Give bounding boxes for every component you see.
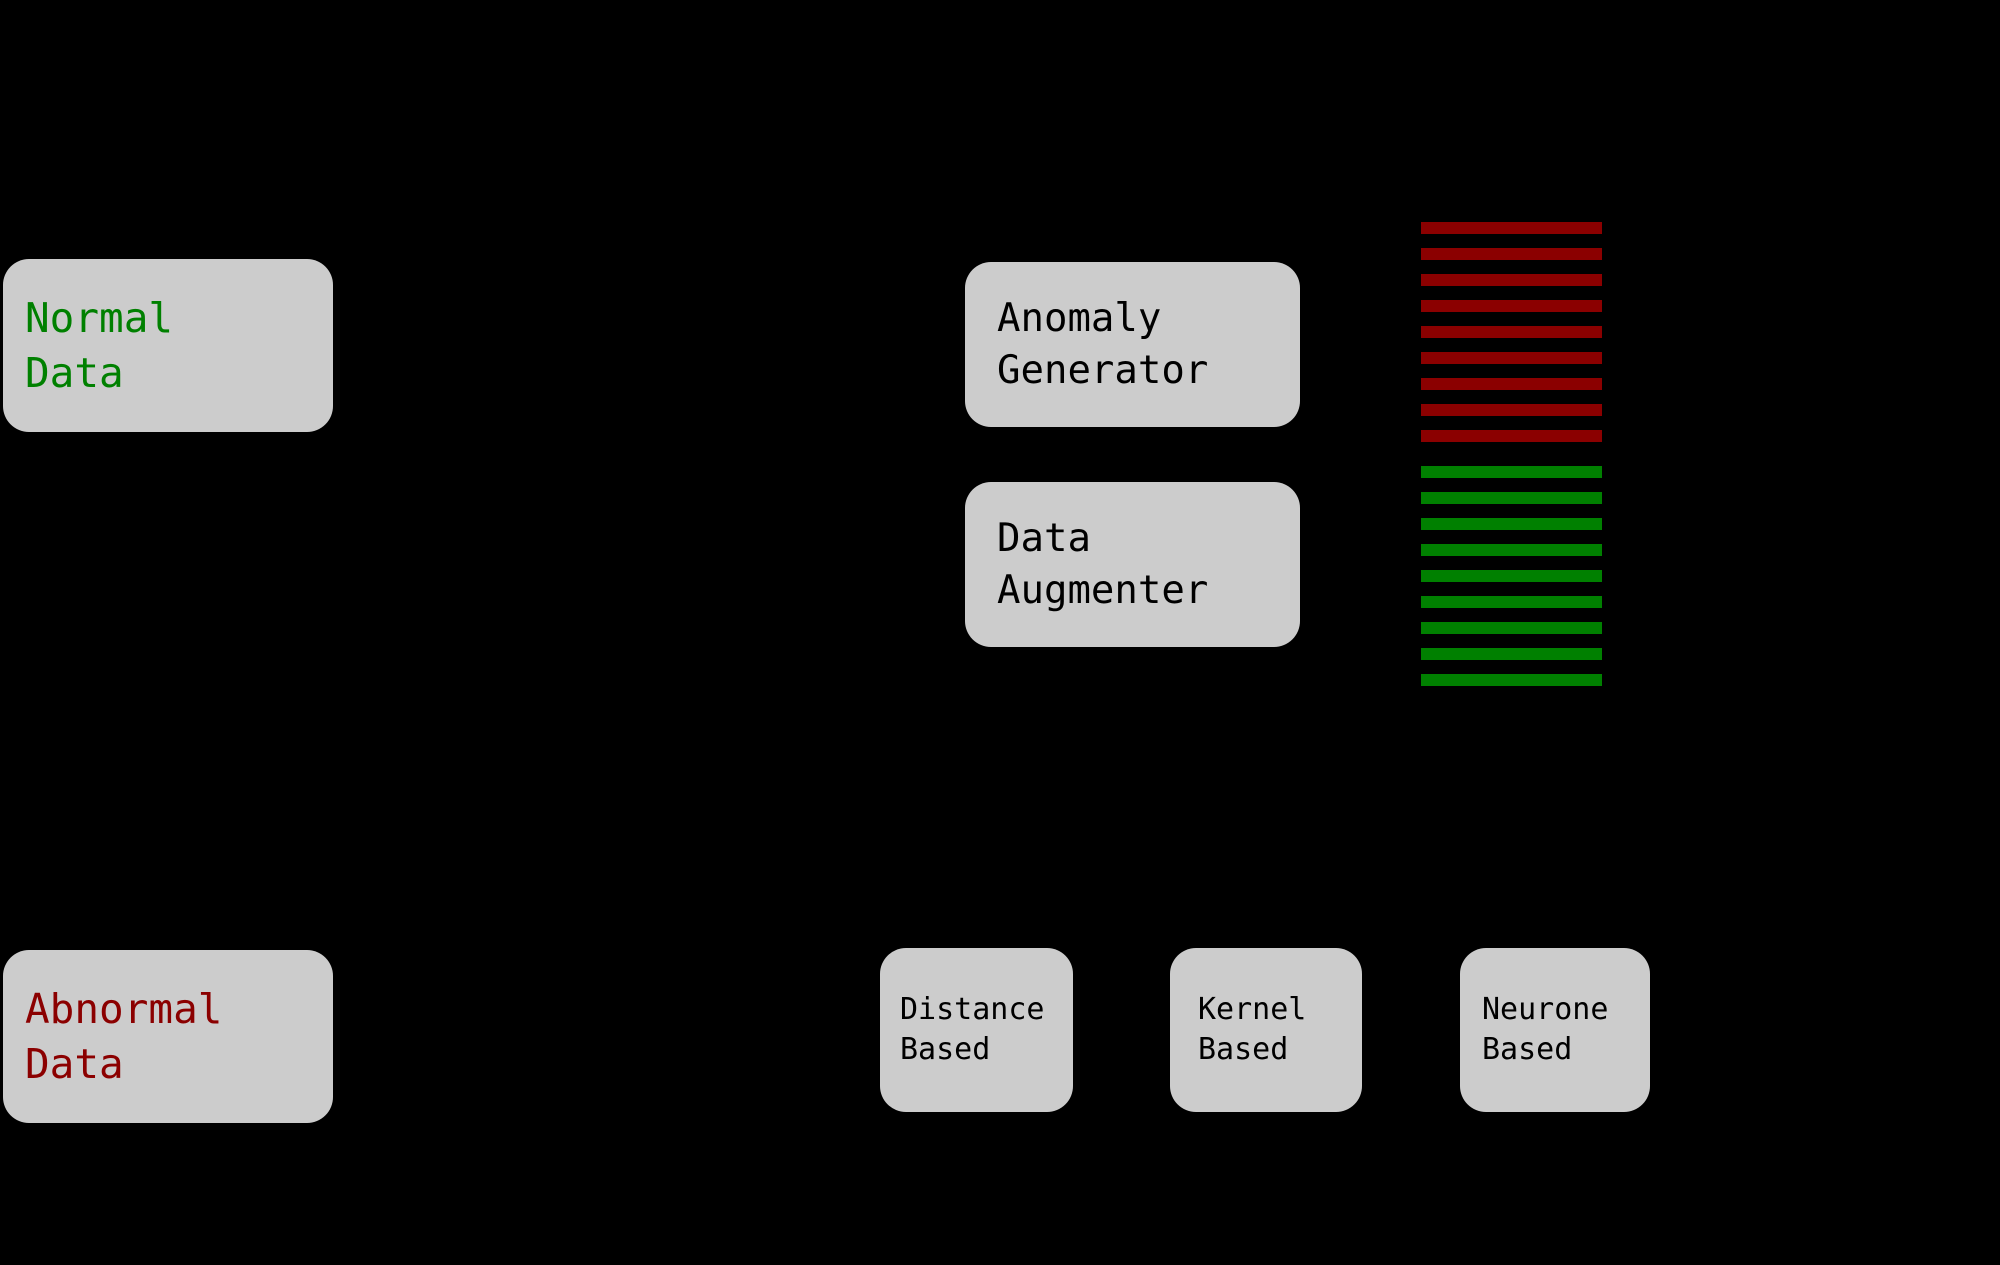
node-data-augmenter-line2: Augmenter — [997, 567, 1209, 613]
node-distance-based-line1: Distance — [900, 992, 1045, 1028]
node-distance-based[interactable]: Distance Based — [880, 948, 1073, 1112]
dataset-stripe-normal — [1421, 492, 1602, 504]
dataset-stripe-abnormal — [1421, 222, 1602, 234]
node-abnormal-data-line1: Abnormal — [25, 985, 223, 1034]
node-kernel-based[interactable]: Kernel Based — [1170, 948, 1362, 1112]
node-anomaly-generator-line2: Generator — [997, 347, 1209, 393]
dataset-stripe-abnormal — [1421, 248, 1602, 260]
node-anomaly-generator[interactable]: Anomaly Generator — [965, 262, 1300, 427]
node-normal-data-line2: Data — [25, 348, 124, 397]
dataset-stripe-normal — [1421, 648, 1602, 660]
dataset-stripe-abnormal — [1421, 378, 1602, 390]
node-normal-data[interactable]: Normal Data — [3, 259, 333, 432]
node-neurone-based-line2: Based — [1482, 1032, 1573, 1067]
dataset-stripe-normal — [1421, 544, 1602, 556]
dataset-stripe-normal — [1421, 466, 1602, 478]
node-distance-based-line2: Based — [900, 1032, 991, 1067]
node-abnormal-data[interactable]: Abnormal Data — [3, 950, 333, 1123]
dataset-stripe-abnormal — [1421, 326, 1602, 338]
dataset-stripe-abnormal — [1421, 352, 1602, 364]
node-abnormal-data-line2: Data — [25, 1039, 124, 1088]
dataset-stripe-normal — [1421, 674, 1602, 686]
dataset-stripe-normal — [1421, 596, 1602, 608]
dataset-stripe-normal — [1421, 570, 1602, 582]
node-neurone-based[interactable]: Neurone Based — [1460, 948, 1650, 1112]
dataset-stripe-abnormal — [1421, 430, 1602, 442]
node-normal-data-line1: Normal — [25, 294, 174, 343]
generated-dataset-stripes — [1421, 220, 1602, 686]
node-neurone-based-line1: Neurone — [1482, 992, 1609, 1028]
dataset-stripe-abnormal — [1421, 300, 1602, 312]
node-data-augmenter-line1: Data — [997, 516, 1091, 562]
node-kernel-based-line2: Based — [1198, 1032, 1289, 1067]
node-data-augmenter[interactable]: Data Augmenter — [965, 482, 1300, 647]
node-kernel-based-line1: Kernel — [1198, 992, 1307, 1028]
dataset-stripe-normal — [1421, 518, 1602, 530]
node-anomaly-generator-line1: Anomaly — [997, 296, 1162, 342]
dataset-stripe-abnormal — [1421, 274, 1602, 286]
dataset-stripe-normal — [1421, 622, 1602, 634]
dataset-stripe-abnormal — [1421, 404, 1602, 416]
